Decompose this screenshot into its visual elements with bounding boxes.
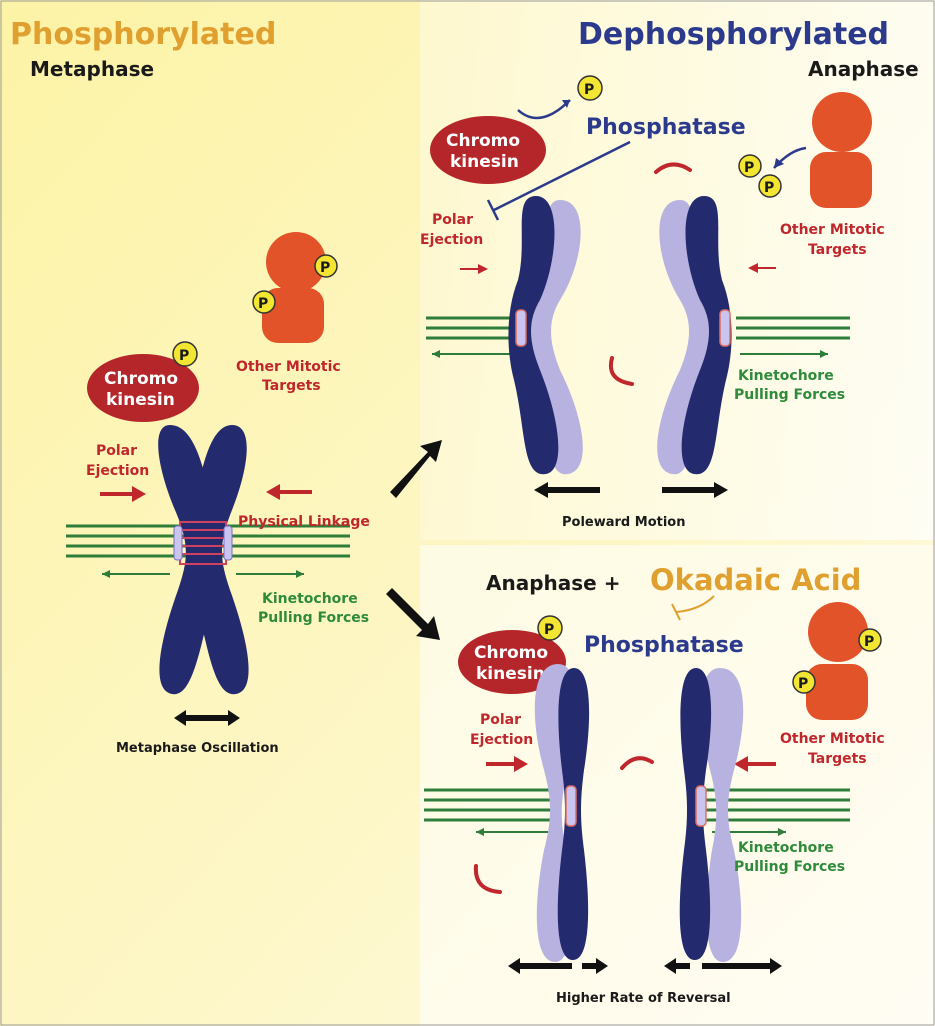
phosphate-label: P: [764, 180, 774, 196]
okadaic-polar-1: Polar: [480, 712, 521, 728]
anaphase-targets-label-1: Other Mitotic: [780, 222, 885, 238]
poleward-motion-label: Poleward Motion: [562, 515, 685, 530]
okadaic-targets-label-2: Targets: [808, 751, 867, 767]
okadaic-phosphatase: Phosphatase: [584, 633, 744, 658]
anaphase-polar-1: Polar: [432, 212, 473, 228]
metaphase-subtitle: Metaphase: [30, 57, 154, 81]
metaphase-targets-label-1: Other Mitotic: [236, 359, 341, 375]
phosphate-label: P: [544, 622, 554, 638]
okadaic-kinetochore-1: Kinetochore: [738, 840, 834, 856]
okadaic-targets-label-1: Other Mitotic: [780, 731, 885, 747]
anaphase-kinetochore-1: Kinetochore: [738, 368, 834, 384]
metaphase-targets-label-2: Targets: [262, 378, 321, 394]
phosphate-label: P: [864, 634, 874, 650]
phosphate-label: P: [744, 160, 754, 176]
phosphate-label: P: [798, 676, 808, 692]
chromokinesin-label-1: Chromo: [104, 369, 178, 389]
phosphate-label: P: [320, 260, 330, 276]
okadaic-polar-2: Ejection: [470, 732, 533, 748]
chromokinesin-label-1: Chromo: [474, 643, 548, 663]
okadaic-kinetochore-2: Pulling Forces: [734, 859, 845, 875]
metaphase-title: Phosphorylated: [10, 17, 276, 52]
anaphase-subtitle: Anaphase: [808, 57, 919, 81]
anaphase-title: Dephosphorylated: [578, 17, 889, 52]
anaphase-kinetochore-2: Pulling Forces: [734, 387, 845, 403]
chromokinesin-label-2: kinesin: [476, 664, 545, 684]
metaphase-polar-2: Ejection: [86, 463, 149, 479]
anaphase-targets-label-2: Targets: [808, 242, 867, 258]
anaphase-phosphatase: Phosphatase: [586, 115, 746, 140]
metaphase-polar-1: Polar: [96, 443, 137, 459]
metaphase-oscillation-label: Metaphase Oscillation: [116, 741, 279, 756]
reversal-label: Higher Rate of Reversal: [556, 991, 731, 1006]
okadaic-title-part1: Anaphase +: [486, 571, 620, 595]
chromokinesin-label-2: kinesin: [106, 390, 175, 410]
phosphate-label: P: [179, 348, 189, 364]
phosphate-label: P: [258, 296, 268, 312]
metaphase-kinetochore-1: Kinetochore: [262, 591, 358, 607]
okadaic-title-part2: Okadaic Acid: [650, 563, 861, 597]
anaphase-polar-2: Ejection: [420, 232, 483, 248]
physical-linkage-label: Physical Linkage: [238, 514, 370, 530]
chromokinesin-label-2: kinesin: [450, 152, 519, 172]
chromokinesin-label-1: Chromo: [446, 131, 520, 151]
metaphase-kinetochore-2: Pulling Forces: [258, 610, 369, 626]
phosphate-label: P: [584, 82, 594, 98]
